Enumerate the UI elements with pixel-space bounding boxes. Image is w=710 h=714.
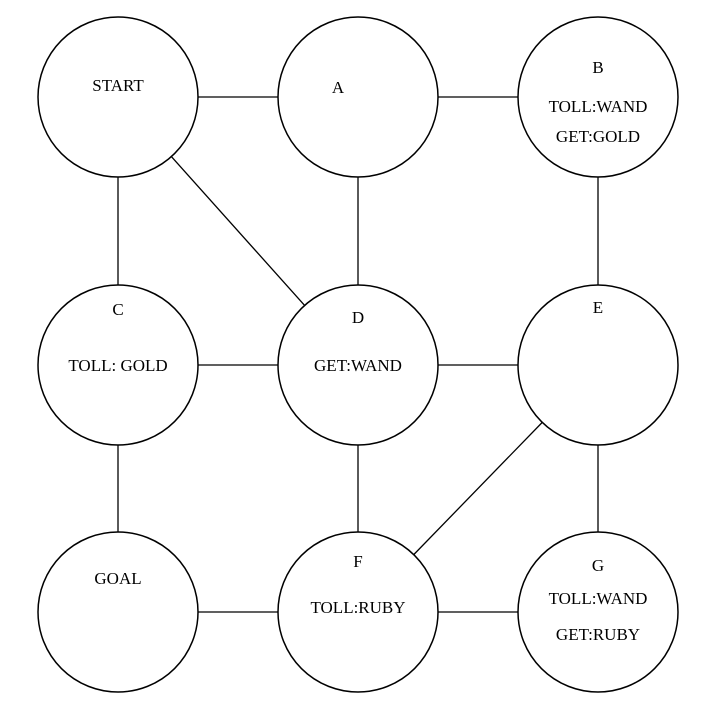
node-a-circle	[277, 16, 439, 178]
node-e-circle	[517, 284, 679, 446]
node-b-line: GET:GOLD	[556, 127, 640, 146]
node-f-circle	[277, 531, 439, 693]
node-g: G TOLL:WAND GET:RUBY	[517, 531, 679, 693]
node-f-line: TOLL:RUBY	[310, 598, 405, 617]
node-b-circle	[517, 16, 679, 178]
node-c-line: TOLL: GOLD	[68, 356, 167, 375]
node-goal-label: GOAL	[94, 569, 141, 588]
node-goal: GOAL	[37, 531, 199, 693]
node-b-line: TOLL:WAND	[549, 97, 648, 116]
node-b-label: B	[592, 58, 603, 77]
node-goal-circle	[37, 531, 199, 693]
edge-start-d	[170, 156, 306, 306]
node-a-label: A	[332, 78, 345, 97]
node-a: A	[277, 16, 439, 178]
node-g-circle	[517, 531, 679, 693]
edge-e-f	[413, 421, 543, 556]
node-f-label: F	[353, 552, 362, 571]
node-d: D GET:WAND	[277, 284, 439, 446]
node-d-label: D	[352, 308, 364, 327]
nodes-layer: START A B TOLL:WAND GET:GOLD C TOLL: GOLD D GET:…	[37, 16, 679, 693]
node-g-line: GET:RUBY	[556, 625, 640, 644]
node-b: B TOLL:WAND GET:GOLD	[517, 16, 679, 178]
node-g-line: TOLL:WAND	[549, 589, 648, 608]
node-start-label: START	[92, 76, 144, 95]
node-c-circle	[37, 284, 199, 446]
node-start: START	[37, 16, 199, 178]
node-e-label: E	[593, 298, 603, 317]
node-g-label: G	[592, 556, 604, 575]
node-f: F TOLL:RUBY	[277, 531, 439, 693]
node-d-line: GET:WAND	[314, 356, 402, 375]
node-d-circle	[277, 284, 439, 446]
node-c-label: C	[112, 300, 123, 319]
edges-layer	[117, 96, 599, 613]
node-e: E	[517, 284, 679, 446]
node-c: C TOLL: GOLD	[37, 284, 199, 446]
node-start-circle	[37, 16, 199, 178]
